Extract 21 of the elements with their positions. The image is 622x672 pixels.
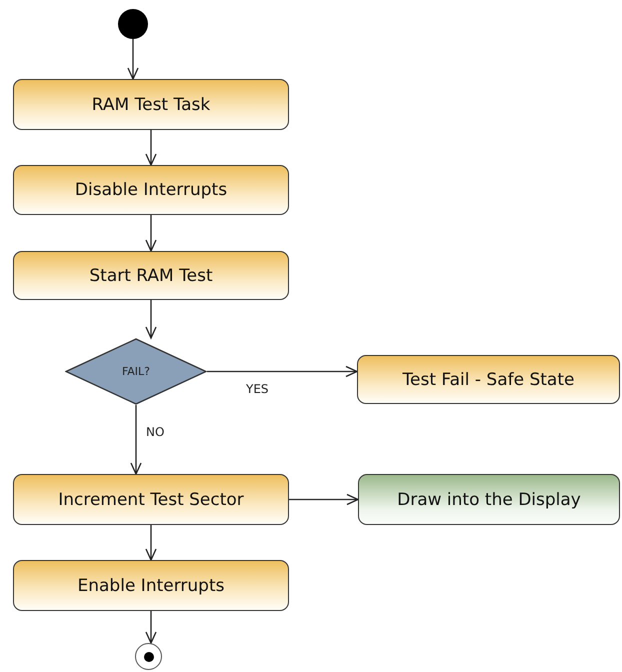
arrow (145, 525, 157, 561)
arrow (145, 130, 157, 166)
action-box: Draw into the Display (358, 474, 620, 525)
final-node (135, 643, 162, 670)
arrow (145, 300, 157, 339)
action-box: Start RAM Test (13, 251, 289, 300)
action-box: Enable Interrupts (13, 560, 289, 611)
action-box: RAM Test Task (13, 79, 289, 130)
decision-diamond: FAIL? (65, 338, 207, 405)
initial-node (118, 9, 148, 39)
action-box: Increment Test Sector (13, 474, 289, 525)
edge-label: YES (245, 382, 270, 396)
arrow (130, 405, 142, 475)
action-box: Test Fail - Safe State (357, 355, 620, 404)
arrow (145, 611, 157, 644)
edge-label: NO (145, 425, 166, 439)
arrow (289, 494, 359, 506)
arrow (127, 39, 139, 80)
arrow (145, 215, 157, 252)
arrow (207, 366, 358, 378)
action-box: Disable Interrupts (13, 165, 289, 215)
